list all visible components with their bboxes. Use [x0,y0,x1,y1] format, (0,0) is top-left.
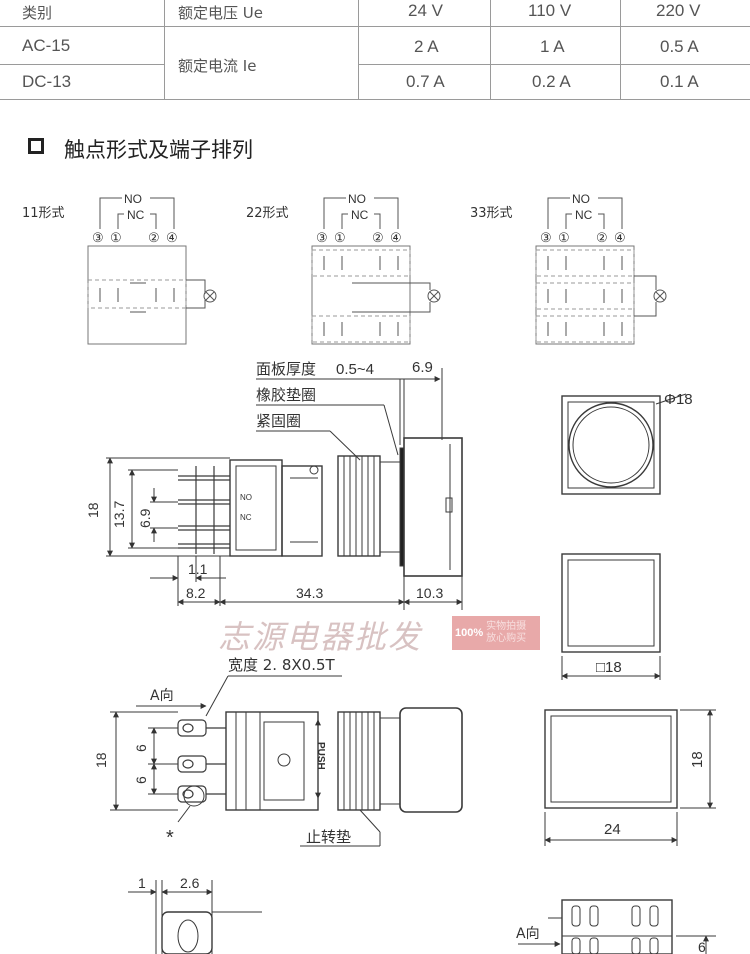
form-label: 22形式 [246,206,289,221]
dc13-value: 0.2 A [532,72,571,91]
badge-percent: 100% [455,627,484,639]
dim-8-2: 8.2 [186,585,206,601]
no-label: NO [348,192,366,206]
table-divider [358,64,750,65]
contact-form-33: 33形式 NO NC ③ ① ② ④ [470,192,667,345]
contact-form-22: 22形式 NO NC ③ ① ② ④ [246,192,441,345]
watermark-text: 志源电器批发 [218,618,423,656]
dim-18: 18 [85,502,101,518]
terminal: ③ [92,230,104,245]
bottom-view: 宽度 2. 8X0.5T A向 * PUSH [93,656,463,849]
detail-view-right: A向 6 [516,899,716,954]
terminal: ② [596,230,608,245]
voltage-24: 24 V [408,1,443,20]
voltage-110: 110 V [528,1,572,20]
dim-2-6: 2.6 [180,875,200,891]
front-view-square: □18 [561,553,661,680]
dim-6b: 6 [133,776,149,784]
dc13-value: 0.7 A [406,72,445,91]
badge-line-2: 放心购买 [486,633,527,644]
table-divider [490,0,491,100]
terminal: ④ [390,230,402,245]
ac15-value: 2 A [414,37,439,56]
no-label: NO [124,192,142,206]
panel-thickness-value: 0.5~4 [336,361,374,378]
asterisk: * [166,827,174,849]
lock-ring-label: 紧固圈 [256,412,301,430]
form-label: 11形式 [22,206,65,221]
terminal: ④ [166,230,178,245]
nc-label: NC [351,208,369,222]
dim-10-3: 10.3 [416,585,443,601]
table-divider [0,26,750,27]
front-view-round: Φ18 [561,391,693,495]
row-ac15-name: AC-15 [22,36,71,55]
checkbox-square-icon [28,138,44,154]
table-divider [164,0,165,100]
terminal: ③ [540,230,552,245]
badge-text: 实物拍摄 放心购买 [486,621,526,645]
terminal: ① [110,230,122,245]
ac15-value: 1 A [540,37,565,56]
no-label: NO [572,192,590,206]
side-view: 面板厚度 0.5~4 6.9 橡胶垫圈 紧固圈 NO NC [85,359,463,610]
nc-label: NC [575,208,593,222]
terminal: ① [334,230,346,245]
dim-6-9-top: 6.9 [412,359,433,376]
col-rated-voltage: 额定电压 Ue [178,4,263,22]
table-divider [620,0,621,100]
width-label: 宽度 2. 8X0.5T [228,656,336,674]
col-category: 类别 [22,4,53,22]
square-label: □18 [596,659,622,676]
table-divider [0,99,750,100]
dim-1-1: 1.1 [188,561,208,577]
voltage-220: 220 V [656,1,701,20]
body-nc: NC [240,513,252,522]
ac15-value: 0.5 A [660,37,699,56]
diameter-label: Φ18 [664,391,693,408]
dim-13-7: 13.7 [111,501,127,528]
terminal: ② [148,230,160,245]
detail-view: 1 2.6 [128,875,262,954]
dim-6a: 6 [133,744,149,752]
terminal: ① [558,230,570,245]
table-divider [358,0,359,100]
panel-thickness-label: 面板厚度 [256,360,316,378]
contact-form-11: 11形式 NO NC ③ ① ② ④ [22,192,217,345]
push-label: PUSH [315,742,326,770]
terminal: ② [372,230,384,245]
a-direction: A向 [150,688,174,704]
terminal: ③ [316,230,328,245]
dim-6-right: 6 [698,939,706,954]
front-view-rect: 18 24 [544,709,716,846]
rubber-ring-label: 橡胶垫圈 [256,386,316,404]
dim-6-9: 6.9 [137,508,153,528]
anti-rotation-label: 止转垫 [306,828,351,846]
section-title: 触点形式及端子排列 [64,138,253,162]
form-label: 33形式 [470,206,513,221]
terminal: ④ [614,230,626,245]
dim-34-3: 34.3 [296,585,323,601]
body-no: NO [240,493,252,502]
a-direction-2: A向 [516,926,540,942]
rect-width-label: 24 [604,821,621,838]
spec-table: 类别 额定电压 Ue 24 V 110 V 220 V AC-15 额定电流 I… [0,0,750,100]
table-divider [0,64,164,65]
rated-current-label: 额定电流 Ie [178,57,257,75]
watermark-badge: 100% 实物拍摄 放心购买 [452,616,540,650]
nc-label: NC [127,208,145,222]
rect-height-label: 18 [689,751,706,768]
dc13-value: 0.1 A [660,72,699,91]
row-dc13-name: DC-13 [22,72,72,91]
dim-18-bottom: 18 [93,752,109,768]
badge-line-1: 实物拍摄 [486,621,527,632]
dim-1: 1 [138,875,146,891]
